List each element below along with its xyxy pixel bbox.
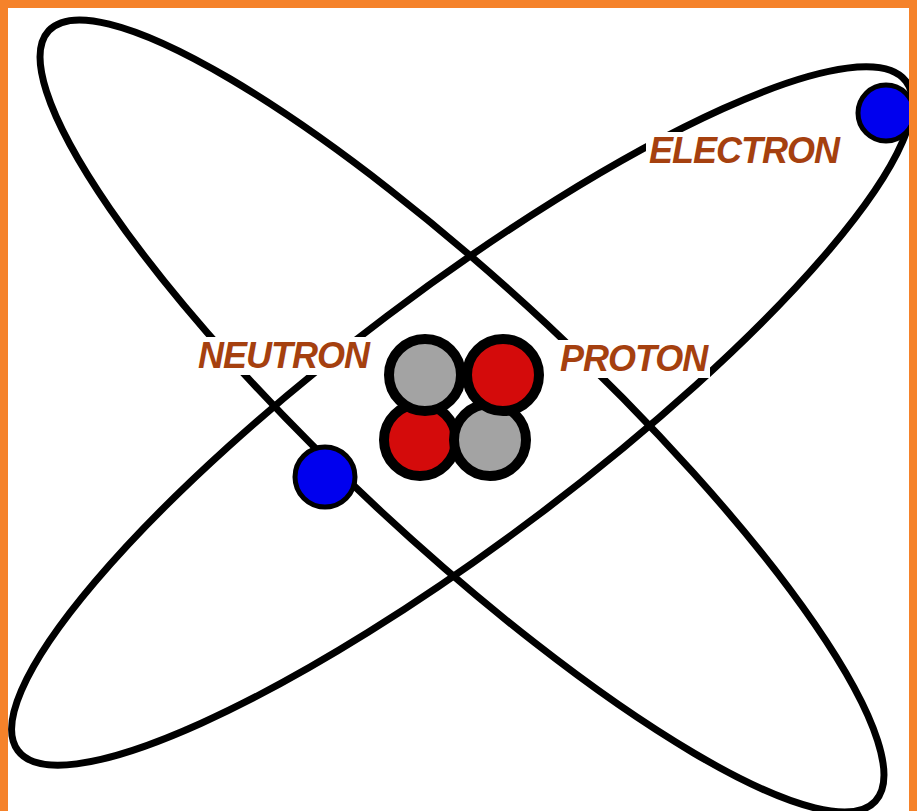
electron-ball [858,85,914,141]
neutron-label: NEUTRON [195,337,372,375]
neutron-ball [389,339,461,411]
proton-ball [467,339,539,411]
electron-label: ELECTRON [646,132,842,170]
electron-ball [295,447,355,507]
neutron-ball [454,404,526,476]
proton-label: PROTON [557,340,710,378]
